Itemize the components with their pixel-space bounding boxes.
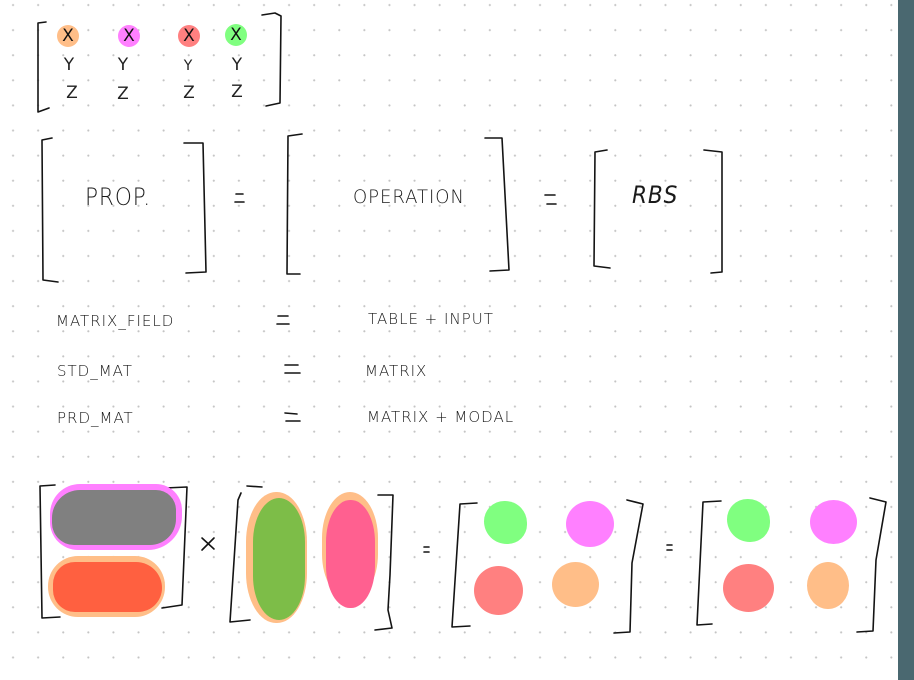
row-blob-red bbox=[53, 562, 162, 612]
bracket-right bbox=[703, 149, 723, 274]
equals-sign bbox=[423, 546, 430, 553]
y-cell: Y bbox=[231, 55, 243, 75]
definition-value: TABLE + INPUT bbox=[368, 310, 494, 328]
result-dot-green bbox=[484, 501, 527, 544]
bracket-right bbox=[161, 486, 188, 609]
operation-label: OPERATION bbox=[353, 186, 465, 208]
row-blob-gray bbox=[52, 490, 176, 545]
col-blob-pink bbox=[326, 500, 375, 608]
side-panel bbox=[898, 0, 914, 680]
bracket-left bbox=[37, 21, 50, 113]
x-cell-magenta: X bbox=[118, 25, 140, 47]
bracket-left bbox=[593, 149, 611, 269]
equals-sign bbox=[234, 193, 245, 203]
bracket-left bbox=[229, 485, 263, 623]
bracket-left bbox=[39, 484, 61, 619]
bracket-right bbox=[856, 497, 887, 633]
y-cell: Y bbox=[183, 58, 193, 74]
equals-sign bbox=[276, 315, 290, 325]
prop-label: PROP. bbox=[85, 183, 152, 211]
equals-sign bbox=[666, 544, 673, 551]
y-cell: Y bbox=[63, 55, 75, 75]
bracket-right bbox=[484, 137, 510, 272]
definition-name: STD_MAT bbox=[57, 362, 133, 380]
rbs-label: RBS bbox=[632, 181, 679, 209]
bracket-left bbox=[696, 500, 722, 626]
x-cell-green: X bbox=[225, 24, 247, 46]
multiply-sign bbox=[201, 537, 215, 551]
bracket-left bbox=[41, 137, 59, 283]
result-dot-salmon bbox=[474, 566, 523, 615]
definition-value: MATRIX bbox=[365, 362, 428, 380]
bracket-left bbox=[451, 502, 478, 628]
z-cell: Z bbox=[66, 83, 78, 103]
equals-sign bbox=[284, 412, 301, 422]
bracket-left bbox=[286, 133, 303, 275]
z-cell: Z bbox=[183, 83, 195, 103]
x-cell-orange: X bbox=[57, 25, 79, 47]
z-cell: Z bbox=[231, 82, 243, 102]
y-cell: Y bbox=[117, 55, 129, 75]
definition-value: MATRIX + MODAL bbox=[367, 408, 515, 426]
equals-sign bbox=[544, 194, 557, 205]
result-dot-magenta bbox=[810, 500, 857, 544]
result-dot-salmon bbox=[723, 564, 774, 612]
bracket-right bbox=[183, 142, 207, 274]
result-dot-magenta bbox=[566, 501, 614, 547]
definition-name: MATRIX_FIELD bbox=[56, 312, 175, 330]
bracket-right bbox=[261, 12, 282, 107]
x-cell-salmon: X bbox=[178, 25, 200, 47]
result-dot-green bbox=[727, 499, 770, 542]
equals-sign bbox=[284, 364, 301, 374]
bracket-right bbox=[613, 499, 644, 634]
result-dot-orange bbox=[807, 562, 849, 609]
result-dot-orange bbox=[552, 562, 599, 607]
bracket-right bbox=[374, 494, 394, 631]
z-cell: Z bbox=[117, 84, 129, 104]
col-blob-green bbox=[253, 498, 305, 620]
definition-name: PRD_MAT bbox=[57, 409, 134, 427]
